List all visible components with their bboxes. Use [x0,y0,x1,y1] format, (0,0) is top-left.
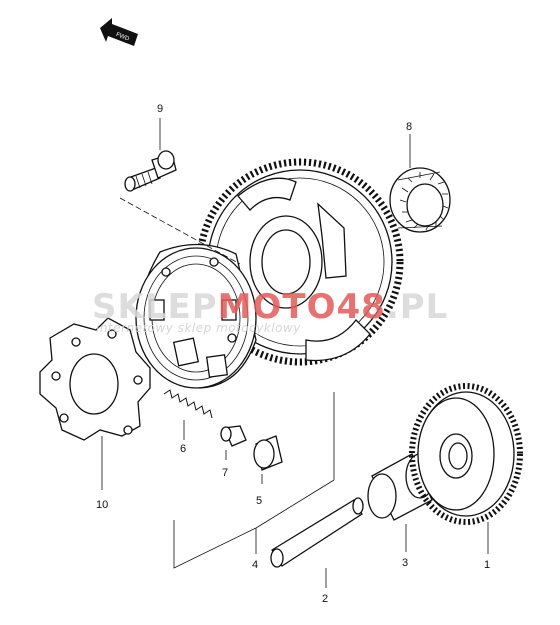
callout-4: 4 [252,559,258,571]
part-8-needle-bearing [389,167,451,233]
watermark-tagline: internetowy sklep motocyklowy [96,321,301,335]
starter-clutch-housing [135,243,257,389]
leader-lines [101,118,489,588]
watermark-brand-part3: .PL [386,287,449,327]
watermark-brand-part2: MOTO [218,287,337,327]
callout-1: 1 [484,559,490,571]
part-5-spacer [253,435,283,471]
part-9-bolt [124,150,177,192]
watermark-brand-part1: SKLEP [92,287,218,327]
part-2-shaft [270,497,364,568]
callout-9: 9 [157,103,163,115]
callout-2: 2 [322,593,328,605]
part-6-spring [163,389,213,419]
callout-10: 10 [96,499,108,511]
watermark-brand-badge: 48 [337,287,386,327]
svg-text:SKLEPMOTO48.PL: SKLEPMOTO48.PL [92,287,448,327]
watermark: SKLEPMOTO48.PL internetowy sklep motocyk… [92,287,448,335]
part-10-clutch-plate [39,317,151,441]
callout-8: 8 [406,121,412,133]
callout-6: 6 [180,443,186,455]
part-7-roller [220,425,247,447]
callout-7: 7 [222,467,228,479]
part-1-driven-gear [409,383,523,525]
callout-5: 5 [256,495,262,507]
callout-3: 3 [402,557,408,569]
fwd-badge-text: FWD [115,32,131,43]
fwd-arrow-icon: FWD [100,18,138,46]
